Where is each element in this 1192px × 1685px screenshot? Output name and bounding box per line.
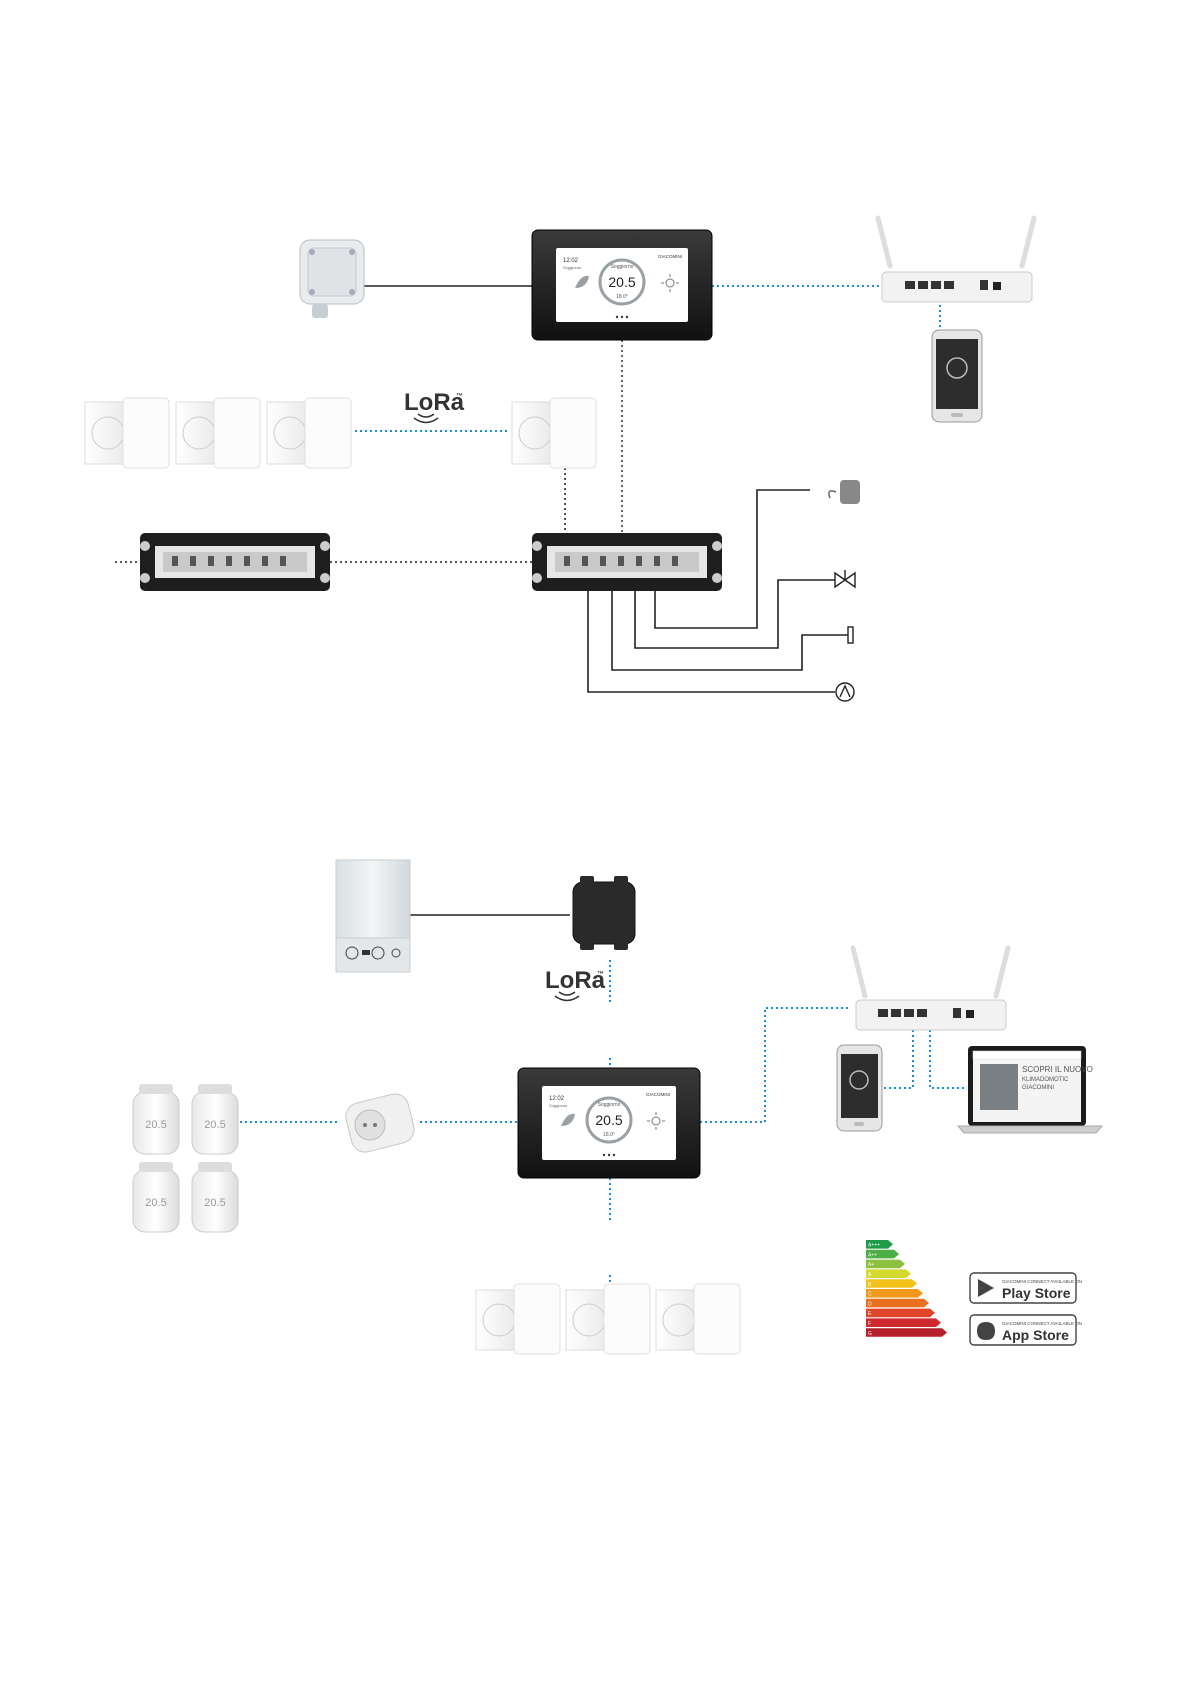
control-module-right [532,533,722,591]
trv-display: 20.5 [145,1119,166,1131]
laptop-heading-2: KLIMADOMOTIC [1022,1077,1069,1083]
room-sensor [267,398,351,468]
energy-class-label: A+ [868,1262,874,1268]
energy-class-label: C [868,1292,872,1298]
lora-tm: ™ [597,971,604,978]
energy-bar [866,1318,941,1327]
thermostat-time: 12:02 [563,258,579,264]
lora-logo-bottom: LoRa ™ [545,967,606,1001]
room-sensors-top [85,398,596,468]
energy-bar [866,1299,929,1308]
lora-logo-top: LoRa ™ [404,389,465,423]
apple-icon [977,1322,995,1340]
energy-bar [866,1328,947,1337]
thermostat-setpoint: 18.0° [603,1132,615,1138]
play-store-badge[interactable]: GIACOMINI CONNECT AVAILABLE ON Play Stor… [970,1273,1082,1303]
smartphone-bottom [837,1045,882,1131]
wifi-thermostat-router-bottom [700,1008,850,1122]
laptop: SCOPRI IL NUOVO KLIMADOMOTIC GIACOMINI [958,1046,1102,1133]
wifi-router-laptop [930,1030,965,1088]
app-store-label: App Store [1002,1327,1069,1343]
room-sensor [512,398,596,468]
valve-actuator-icon [829,480,860,504]
lora-tm: ™ [456,393,463,400]
laptop-heading-1: SCOPRI IL NUOVO [1022,1065,1093,1074]
thermostat-setpoint: 18.0° [616,294,628,300]
thermostat-top: 12:02 Soggiorno Soggiorno 20.5 18.0° GIA… [532,230,712,340]
router-bottom [853,948,1008,1030]
room-sensor [176,398,260,468]
app-store-small-text: GIACOMINI CONNECT AVAILABLE ON [1002,1321,1082,1326]
laptop-heading-3: GIACOMINI [1022,1085,1054,1091]
play-store-small-text: GIACOMINI CONNECT AVAILABLE ON [1002,1279,1082,1284]
energy-class-label: A++ [868,1252,877,1258]
outdoor-sensor [300,240,364,318]
room-sensor [656,1284,740,1354]
radiator-valve: 20.5 [192,1162,238,1232]
thermostat-brand: GIACOMINI [646,1092,670,1097]
room-sensors-bottom [476,1284,740,1354]
top-connections [115,286,940,692]
thermostat-temperature: 20.5 [595,1112,622,1128]
energy-bar [866,1269,911,1278]
radiator-valves: 20.5 20.5 20.5 20.5 [133,1084,238,1232]
radiator-valve: 20.5 [133,1162,179,1232]
wire-pump [588,590,835,692]
room-sensor [476,1284,560,1354]
energy-class-label: D [868,1301,872,1307]
thermostat-mode-small: Soggiorno [549,1103,568,1108]
smart-plug [343,1091,417,1155]
radiator-valve: 20.5 [192,1084,238,1154]
thermostat-time: 12:02 [549,1096,565,1102]
control-module-left [140,533,330,591]
energy-bar [866,1289,923,1298]
room-sensor [566,1284,650,1354]
boiler [336,860,410,972]
energy-class-label: F [868,1321,871,1327]
energy-class-label: A+++ [868,1243,880,1249]
trv-display: 20.5 [204,1119,225,1131]
thermostat-bottom: 12:02 Soggiorno Soggiorno 20.5 18.0° GIA… [518,1068,700,1178]
valve-icon [835,570,855,587]
router-top [878,218,1034,302]
thermostat-mode: Soggiorno [598,1102,621,1108]
play-store-label: Play Store [1002,1285,1071,1301]
smartphone-top [932,330,982,422]
thermostat-mode-small: Soggiorno [563,265,582,270]
radiator-valve: 20.5 [133,1084,179,1154]
energy-bar [866,1309,935,1318]
thermostat-mode: Soggiorno [611,264,634,270]
wifi-router-phone-bottom [882,1030,913,1088]
thermostat-temperature: 20.5 [608,274,635,290]
trv-display: 20.5 [204,1197,225,1209]
pump-icon [836,683,854,701]
boiler-receiver [573,876,635,950]
thermostat-brand: GIACOMINI [658,254,682,259]
app-store-badge[interactable]: GIACOMINI CONNECT AVAILABLE ON App Store [970,1315,1082,1345]
wire-probe [612,590,848,670]
trv-display: 20.5 [145,1197,166,1209]
energy-bar [866,1279,917,1288]
energy-class-label: G [868,1331,872,1337]
room-sensor [85,398,169,468]
probe-icon [848,627,853,643]
